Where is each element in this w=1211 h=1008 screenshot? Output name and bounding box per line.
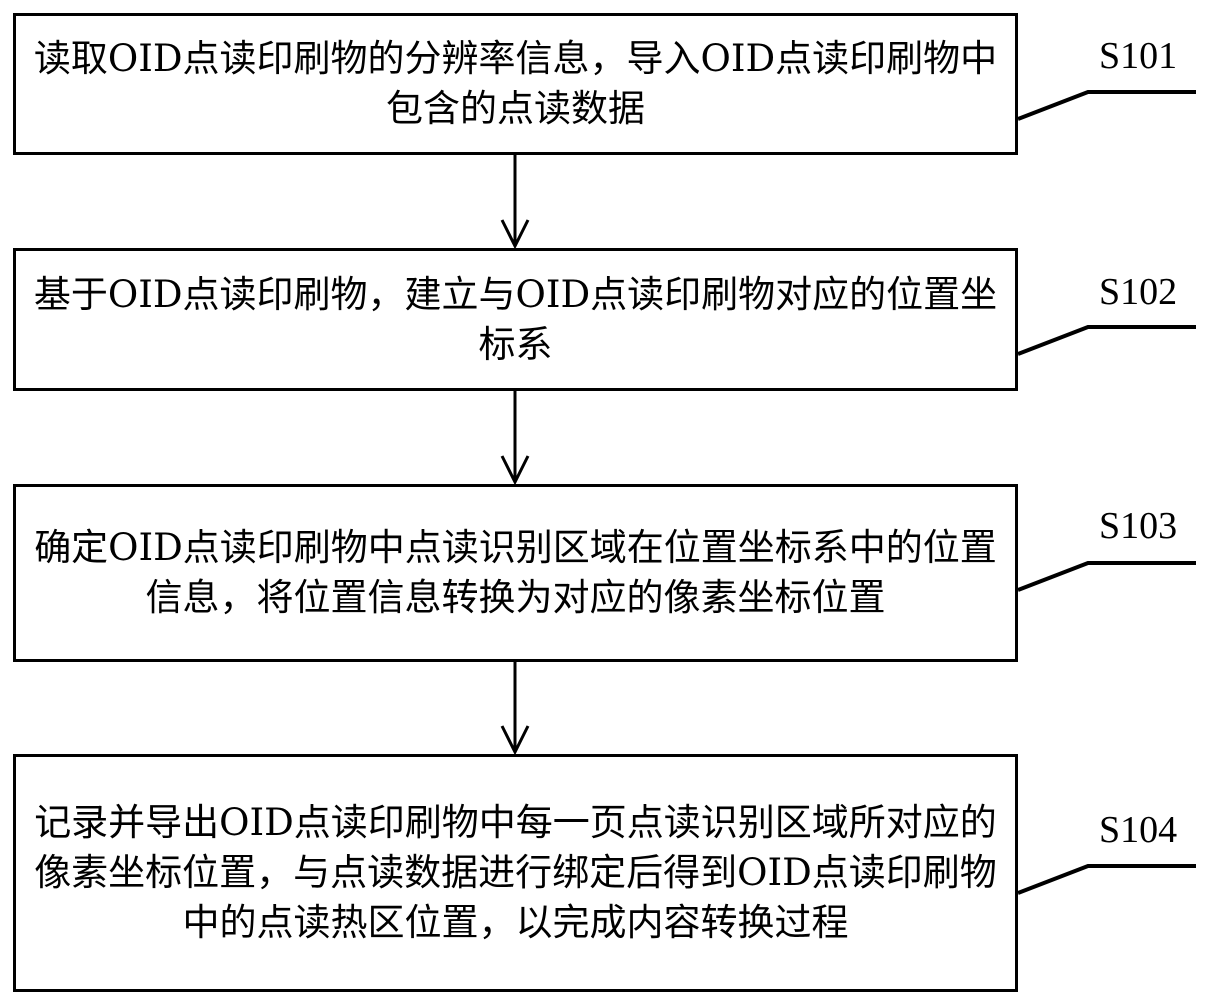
step-text-s103: 确定OID点读印刷物中点读识别区域在位置坐标系中的位置信息，将位置信息转换为对应… [34,526,997,619]
flow-arrow-s101-s102 [500,155,530,250]
step-text-s102: 基于OID点读印刷物，建立与OID点读印刷物对应的位置坐标系 [33,272,998,366]
step-box-s102: 基于OID点读印刷物，建立与OID点读印刷物对应的位置坐标系 [13,248,1018,391]
step-label-s103: S103 [1099,505,1178,547]
step-label-s101: S101 [1099,35,1178,77]
step-label-s102: S102 [1099,271,1178,313]
leader-line-s101 [1017,90,1196,121]
step-box-s101: 读取OID点读印刷物的分辨率信息，导入OID点读印刷物中包含的点读数据 [13,13,1018,155]
flow-arrow-s103-s104 [500,662,530,756]
step-text-s104: 记录并导出OID点读印刷物中每一页点读识别区域所对应的像素坐标位置，与点读数据进… [34,801,997,944]
flow-arrow-s102-s103 [500,391,530,486]
step-label-s104: S104 [1099,809,1178,851]
step-box-s103: 确定OID点读印刷物中点读识别区域在位置坐标系中的位置信息，将位置信息转换为对应… [13,484,1018,662]
leader-line-s104 [1017,864,1196,895]
leader-line-s103 [1017,561,1196,592]
step-box-s104: 记录并导出OID点读印刷物中每一页点读识别区域所对应的像素坐标位置，与点读数据进… [13,754,1018,992]
step-text-s101: 读取OID点读印刷物的分辨率信息，导入OID点读印刷物中包含的点读数据 [33,37,998,130]
leader-line-s102 [1017,325,1196,356]
